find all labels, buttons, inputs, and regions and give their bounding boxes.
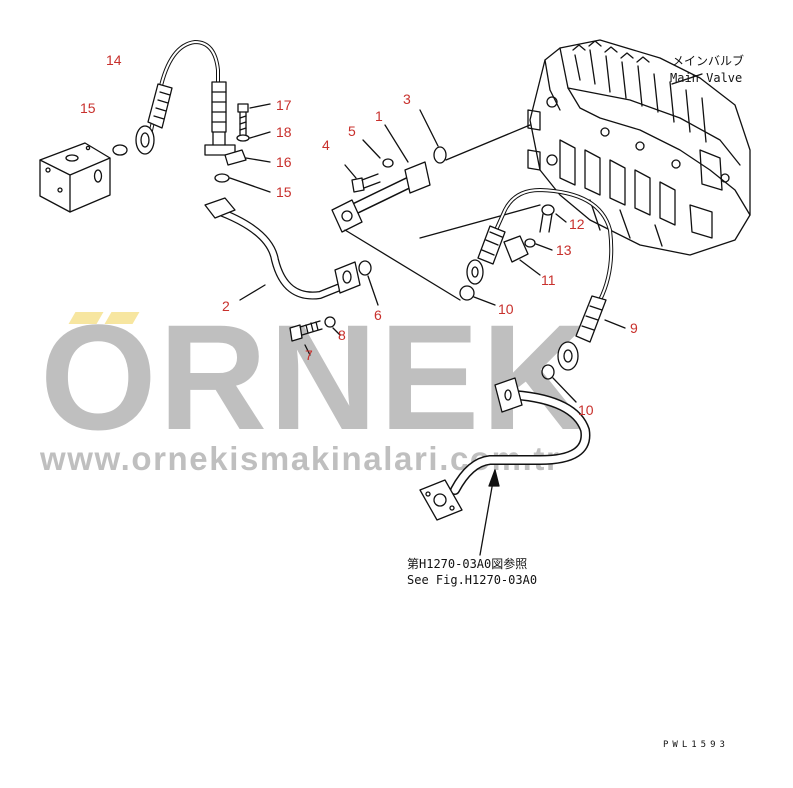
callout-18: 18 [276,124,292,140]
o-ring-15-upper [112,144,128,156]
o-ring-10-lower [541,364,555,380]
callout-13: 13 [556,242,572,258]
callout-5: 5 [348,123,356,139]
tube-1 [331,124,461,301]
clamp-11 [503,235,529,263]
callout-3: 3 [403,91,411,107]
o-ring-15-lower [214,173,230,183]
drawing-code: PWL1593 [663,740,729,750]
main-valve-label-jp: メインバルブ [672,54,745,68]
washer-18 [236,134,250,142]
callout-11: 11 [541,272,556,288]
callout-7: 7 [305,347,313,363]
callout-17: 17 [276,97,292,113]
callout-1: 1 [375,108,383,124]
reference-note-jp: 第H1270-03A0図参照 [407,557,528,571]
hose-14 [135,40,236,156]
callout-10-upper: 10 [498,301,514,317]
bolt-12 [539,204,567,233]
lower-tube [419,377,591,521]
callout-8: 8 [338,327,346,343]
main-valve-label-en: Main Valve [670,71,743,85]
o-ring-6 [358,260,372,276]
reference-note-en: See Fig.H1270-03A0 [407,573,538,587]
callout-9: 9 [630,320,638,336]
washer-5 [382,158,394,168]
callout-15-upper: 15 [80,100,96,116]
callout-6: 6 [374,307,382,323]
bolt-17 [237,103,271,136]
washer-13 [524,238,536,248]
watermark-brand: ÖRNEK [40,318,592,436]
hose-9 [466,188,626,371]
bolt-4 [344,164,381,193]
o-ring-10-upper [459,285,475,301]
callout-15-lower: 15 [276,184,292,200]
clamp-16 [224,149,247,166]
left-block [39,142,111,213]
callout-2: 2 [222,298,230,314]
callout-4: 4 [322,137,330,153]
callout-10-lower: 10 [578,402,594,418]
callout-14: 14 [106,52,122,68]
callout-16: 16 [276,154,292,170]
bolt-7 [289,320,323,356]
callout-12: 12 [569,216,585,232]
tube-2 [204,197,361,301]
o-ring-3 [433,146,447,164]
washer-8 [324,316,336,328]
